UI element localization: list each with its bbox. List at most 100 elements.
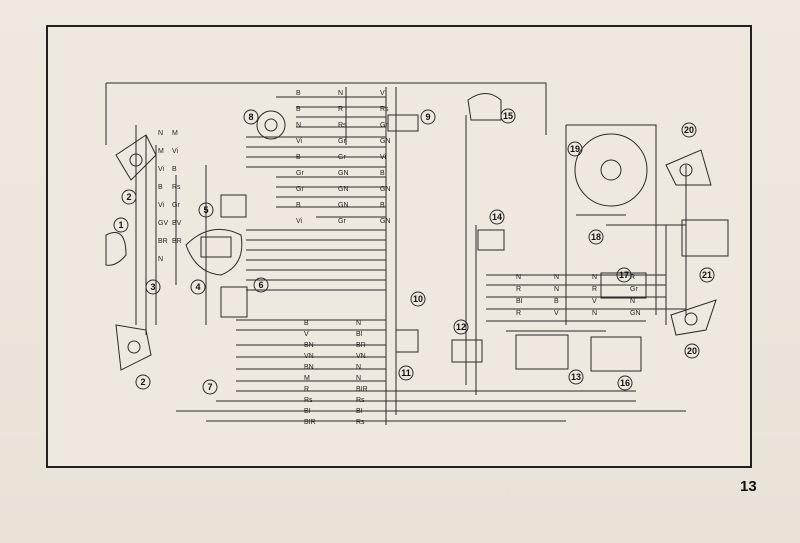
component-number-circle xyxy=(198,202,214,218)
wire-label: V xyxy=(380,90,385,97)
component-number-circle xyxy=(145,279,161,295)
component-number-circle xyxy=(616,267,632,283)
component-number: 4 xyxy=(195,282,200,292)
wire-label: N xyxy=(356,320,361,327)
switch-19 xyxy=(574,133,648,207)
wire-label: B xyxy=(158,184,163,191)
component-number-circle xyxy=(202,379,218,395)
wire-label: Rs xyxy=(172,184,181,191)
wire-label: Gr xyxy=(296,170,304,177)
wire-label: Rs xyxy=(338,122,347,129)
wire-label: N xyxy=(296,122,301,129)
wire-label: B xyxy=(296,154,301,161)
relay-14 xyxy=(477,229,505,251)
component-number-circle xyxy=(253,277,269,293)
wire-label: Gr xyxy=(338,154,346,161)
component-number-circle xyxy=(500,108,516,124)
wire-label: Gr xyxy=(338,138,346,145)
wire-label: BIR xyxy=(304,419,316,426)
component-number: 2 xyxy=(140,377,145,387)
page-number: 13 xyxy=(740,478,757,495)
wire-label: V xyxy=(304,331,309,338)
wire-label: BI xyxy=(356,408,363,415)
battery-17 xyxy=(600,272,647,299)
component-number-circle xyxy=(489,209,505,225)
wire-label: Vi xyxy=(296,218,303,225)
switch-8 xyxy=(256,110,286,140)
battery-16 xyxy=(590,336,642,372)
wire-label: N xyxy=(554,274,559,281)
wire-label: Gr xyxy=(296,186,304,193)
wire-label: GN xyxy=(630,310,641,317)
component-number: 3 xyxy=(150,282,155,292)
lamp-20-bottom xyxy=(670,299,717,336)
wire-label: Vi xyxy=(380,154,387,161)
horn-1 xyxy=(105,232,127,266)
wire-label: N xyxy=(338,90,343,97)
component-number-circle xyxy=(617,375,633,391)
wire-label: BR xyxy=(172,238,182,245)
component-number: 17 xyxy=(619,270,629,280)
wire-label: R xyxy=(516,310,521,317)
wire-label: M xyxy=(304,375,310,382)
component-number: 20 xyxy=(684,125,694,135)
component-number: 5 xyxy=(203,205,208,215)
component-number-circle xyxy=(567,141,583,157)
wire-label: Vi xyxy=(296,138,303,145)
component-number: 21 xyxy=(702,270,712,280)
wire-label: B xyxy=(296,202,301,209)
wire-label: Gr xyxy=(380,122,388,129)
wire-label: BV xyxy=(172,220,182,227)
regulator-13 xyxy=(515,334,569,370)
component-number-circle xyxy=(684,343,700,359)
component-number-circle xyxy=(190,279,206,295)
component-number: 19 xyxy=(570,144,580,154)
wire-label: Rs xyxy=(356,419,365,426)
wire-label: GN xyxy=(338,186,349,193)
component-number-circle xyxy=(243,109,259,125)
switch-6 xyxy=(220,286,248,318)
wire-label: B xyxy=(172,166,177,173)
wire-label: V xyxy=(592,298,597,305)
wire-label: GV xyxy=(158,220,168,227)
wire-label: BN xyxy=(304,342,314,349)
wire-label: R xyxy=(516,286,521,293)
wire-label: R xyxy=(304,386,309,393)
component-number: 13 xyxy=(571,372,581,382)
speedometer-4 xyxy=(185,228,243,276)
fuse-9 xyxy=(387,114,419,132)
wire-label: R xyxy=(630,274,635,281)
component-number: 12 xyxy=(456,322,466,332)
wire-label: N xyxy=(630,298,635,305)
wire-label: GN xyxy=(380,186,391,193)
component-number-circle xyxy=(398,365,414,381)
component-number-circle xyxy=(681,122,697,138)
wire-label: B xyxy=(380,170,385,177)
wire-label: Vi xyxy=(158,202,165,209)
wire-label: B xyxy=(296,90,301,97)
wire-label: Gr xyxy=(338,218,346,225)
component-number-circle xyxy=(135,374,151,390)
wire-label: R xyxy=(338,106,343,113)
component-number: 20 xyxy=(687,346,697,356)
wire-label: R xyxy=(592,286,597,293)
wire-label: Gr xyxy=(630,286,638,293)
wire-label: Rs xyxy=(304,397,313,404)
wire-label: N xyxy=(592,274,597,281)
diagram-frame xyxy=(46,25,752,468)
wire-label: Vi xyxy=(158,166,165,173)
wire-label: M xyxy=(172,130,178,137)
component-number-circle xyxy=(568,369,584,385)
switch-5 xyxy=(220,194,247,218)
lamp-2-bottom xyxy=(115,324,152,371)
wire-label: VN xyxy=(304,353,314,360)
wire-label: N xyxy=(554,286,559,293)
wire-label: M xyxy=(158,148,164,155)
wire-label: BIR xyxy=(356,386,368,393)
wire-label: B xyxy=(554,298,559,305)
wire-label: BN xyxy=(304,364,314,371)
wire-label: N xyxy=(356,375,361,382)
